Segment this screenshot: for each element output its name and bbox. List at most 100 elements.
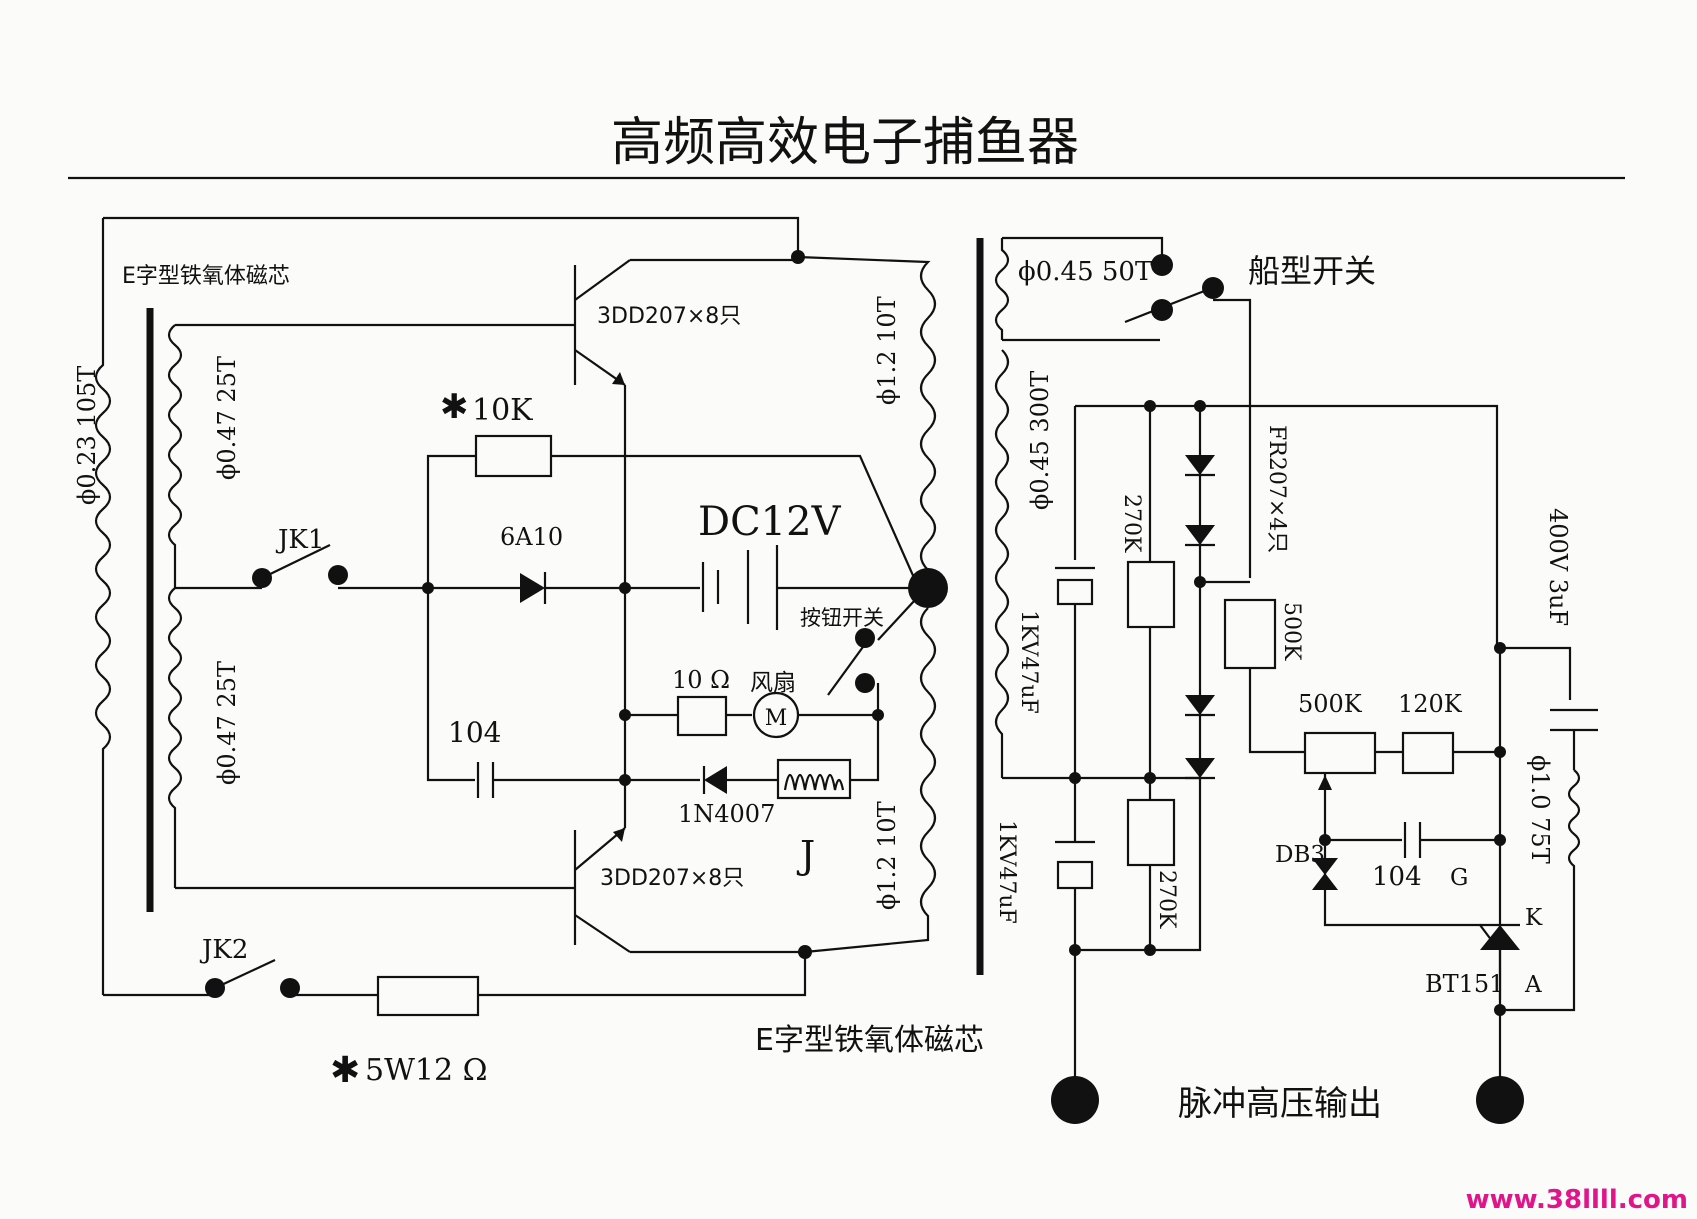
label-transistor-bottom: 3DD207×8只 [600, 866, 744, 891]
diode-fr207-1 [1185, 455, 1215, 475]
resistor-500k [1303, 731, 1377, 775]
label-104-left: 104 [448, 716, 501, 749]
wire-10k-right [551, 454, 917, 581]
wire-diode-string [1075, 406, 1202, 952]
resistor-10k [474, 434, 553, 478]
wire-j-right [850, 715, 880, 782]
junction [1494, 1004, 1506, 1016]
wire-db3-gate [1323, 890, 1496, 946]
junction [1494, 642, 1506, 654]
jk1-contact-b [328, 565, 348, 585]
junction [1144, 944, 1156, 956]
output-terminal-right [1476, 1076, 1524, 1124]
junction [1494, 746, 1506, 758]
label-120k: 120K [1398, 690, 1463, 718]
wire-5w12-right [478, 952, 807, 997]
label-500k-vertical: 500K [1279, 602, 1304, 661]
wire-top-loop [103, 216, 800, 257]
push-switch-lever [827, 639, 869, 696]
junction [1194, 576, 1206, 588]
push-switch-contact-a [855, 628, 875, 648]
core-label-top: E字型铁氧体磁芯 [122, 264, 290, 289]
winding-collector-upper [797, 255, 937, 573]
diode-fr207-3 [1185, 695, 1215, 715]
wire-500k-down [1248, 668, 1305, 754]
label-1n4007: 1N4007 [678, 800, 775, 828]
winding-50t [994, 238, 1010, 340]
junction [1069, 944, 1081, 956]
label-400v-3uf: 400V 3uF [1544, 508, 1572, 626]
wire-boat-switch-out [1213, 298, 1252, 578]
boat-switch-contact-a [1151, 254, 1173, 276]
diagram-title: 高频高效电子捕鱼器 [611, 113, 1079, 173]
label-6a10: 6A10 [500, 523, 563, 551]
db3-diac-top [1312, 858, 1338, 875]
wiper-arrow [1318, 775, 1332, 790]
label-270k-top: 270K [1119, 494, 1144, 553]
label-fan: 风扇 [750, 670, 796, 696]
watermark: www.38llll.com [1466, 1185, 1688, 1215]
label-10k: 10K [472, 393, 533, 428]
label-270k-bottom: 270K [1154, 870, 1179, 929]
label-105t: ϕ0.23 105T [73, 366, 101, 505]
transistor-top-arrow [612, 372, 625, 385]
label-boat-switch: 船型开关 [1248, 252, 1376, 290]
transistor-top-collector [574, 259, 631, 301]
junction [619, 582, 631, 594]
label-cap-1kv-top: 1KV47uF [1016, 610, 1041, 714]
wire-104-left [426, 588, 475, 782]
junction [1319, 834, 1331, 846]
label-scr-g: G [1450, 865, 1468, 891]
label-cap-1kv-bottom: 1KV47uF [994, 820, 1019, 924]
label-transistor-top: 3DD207×8只 [597, 304, 741, 329]
transistor-bottom-collector [574, 914, 631, 953]
scr-bt151 [1480, 925, 1520, 950]
label-5w12: 5W12 Ω [365, 1053, 488, 1088]
resistor-270k-top [1126, 560, 1176, 629]
resistor-120k [1401, 731, 1455, 775]
label-jk1: JK1 [275, 525, 324, 555]
push-switch-contact-b [855, 673, 875, 693]
label-j: J [796, 833, 815, 877]
label-push-switch: 按钮开关 [800, 606, 884, 630]
label-104-right: 104 [1372, 862, 1422, 892]
winding-105t [94, 218, 112, 995]
junction [422, 582, 434, 594]
db3-diac-bottom [1312, 873, 1338, 890]
label-scr-k: K [1525, 905, 1543, 931]
winding-base-lower [167, 587, 183, 888]
transistor-bottom-arrow [613, 828, 625, 842]
fan-motor-m: M [765, 706, 788, 731]
winding-300t [994, 349, 1010, 778]
output-terminal-left [1051, 1076, 1099, 1124]
junction [1494, 834, 1506, 846]
diode-6a10 [520, 573, 545, 603]
label-dc12v: DC12V [698, 499, 842, 545]
resistor-5w12-ohm [376, 975, 480, 1017]
label-75t: ϕ1.0 75T [1526, 755, 1554, 864]
label-output: 脉冲高压输出 [1178, 1084, 1382, 1124]
junction [1144, 772, 1156, 784]
label-coll-upper: ϕ1.2 10T [873, 296, 901, 405]
wire-10k-left [426, 454, 476, 588]
label-base-upper: ϕ0.47 25T [213, 356, 241, 480]
label-jk2: JK2 [199, 935, 248, 965]
cap-1kv-bottom-plate-2 [1056, 860, 1094, 890]
label-scr-a: A [1524, 972, 1542, 998]
label-bt151: BT151 [1425, 970, 1504, 998]
boat-switch-contact-c [1202, 277, 1224, 299]
junction [1069, 772, 1081, 784]
diode-fr207-4 [1185, 758, 1215, 778]
jk2-lever [214, 959, 276, 989]
diode-1n4007 [704, 766, 727, 794]
winding-75t [1500, 769, 1581, 1012]
star-10k: ✱ [440, 387, 469, 427]
wire-push-switch [877, 599, 916, 641]
star-5w12: ✱ [330, 1050, 360, 1091]
junction [619, 774, 631, 786]
resistor-10-ohm [676, 695, 728, 737]
diode-fr207-2 [1185, 525, 1215, 545]
wire-top-rail [1075, 404, 1499, 648]
